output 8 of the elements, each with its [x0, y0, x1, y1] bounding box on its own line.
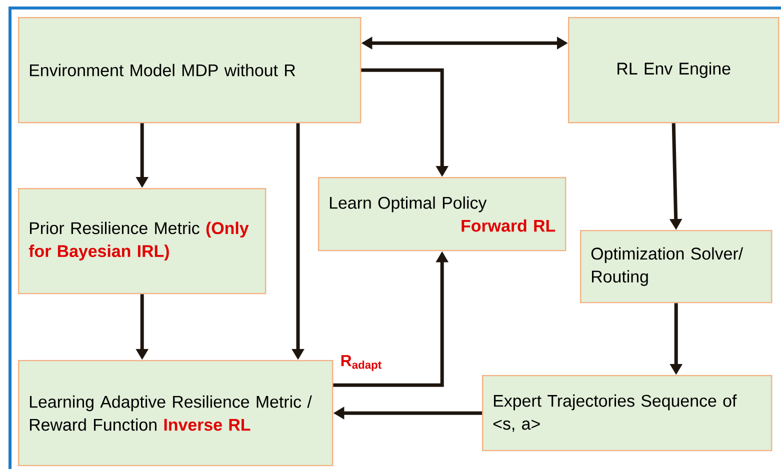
process-box: Learn Optimal Policy Forward RL [318, 177, 566, 252]
edge-label: R$_{adapt}$ [341, 355, 382, 372]
process-box: Optimization Solver/ Routing [580, 230, 772, 304]
process-box: RL Env Engine [568, 17, 780, 124]
process-box: Prior Resilience Metric (Only for Bayesian IRL) [18, 188, 266, 294]
process-box: Expert Trajectories Sequence of <s, a> [482, 374, 772, 452]
process-box: Environment Model MDP without R [18, 17, 362, 124]
process-box: Learning Adaptive Resilience Metric / Reward Function Inverse RL [18, 360, 334, 466]
